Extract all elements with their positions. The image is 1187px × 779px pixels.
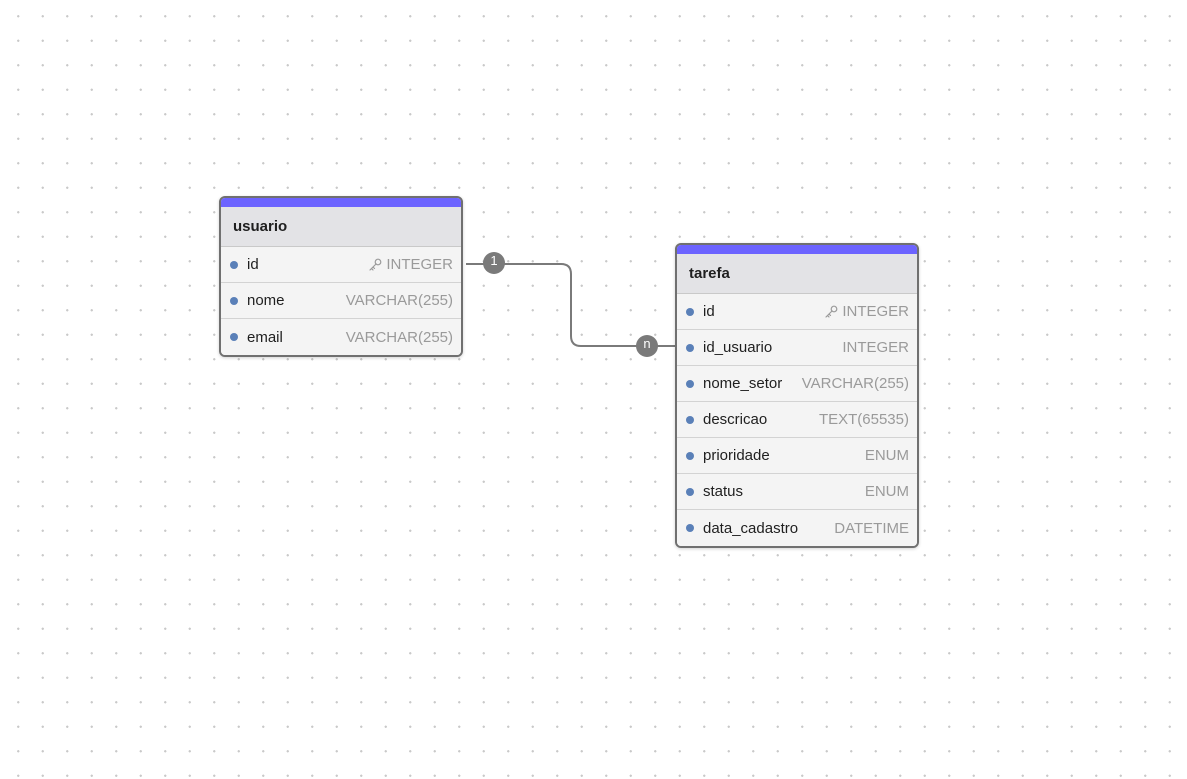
field-name: email	[247, 328, 283, 346]
field-dot-icon	[686, 451, 694, 460]
key-icon	[369, 258, 382, 271]
field-dot-icon	[686, 379, 694, 388]
field-type-label: VARCHAR(255)	[345, 328, 453, 346]
cardinality-many-label[interactable]: n	[636, 335, 658, 357]
field-dot-icon	[230, 333, 238, 341]
field-type: INTEGER	[842, 339, 909, 356]
field-type: INTEGER	[824, 303, 909, 320]
field-name: status	[703, 483, 744, 500]
field-row-email[interactable]: email VARCHAR(255)	[221, 319, 461, 355]
table-usuario[interactable]: usuario id INTEGER nome VARCHAR(255) ema…	[219, 196, 463, 357]
table-title[interactable]: tarefa	[677, 254, 917, 294]
field-row-id-usuario[interactable]: id_usuario INTEGER	[677, 330, 917, 366]
field-dot-icon	[686, 487, 694, 496]
relationship-line[interactable]	[466, 263, 676, 347]
field-type: VARCHAR(255)	[346, 329, 453, 346]
table-accent-bar	[677, 245, 917, 254]
field-dot-icon	[686, 415, 694, 424]
field-type-label: VARCHAR(255)	[801, 375, 909, 392]
field-name: prioridade	[703, 447, 770, 464]
field-row-descricao[interactable]: descricao TEXT(65535)	[677, 402, 917, 438]
field-type: VARCHAR(255)	[346, 292, 453, 309]
field-row-prioridade[interactable]: prioridade ENUM	[677, 438, 917, 474]
field-name: id_usuario	[703, 339, 773, 356]
field-type: TEXT(65535)	[819, 411, 909, 428]
field-type: DATETIME	[834, 520, 909, 537]
field-name: nome_setor	[703, 375, 783, 392]
field-type-label: TEXT(65535)	[818, 411, 909, 428]
field-type-label: INTEGER	[842, 339, 909, 356]
cardinality-one-label[interactable]: 1	[483, 252, 505, 274]
field-dot-icon	[230, 296, 238, 305]
field-dot-icon	[230, 260, 238, 269]
field-name: data_cadastro	[703, 519, 799, 537]
field-name: id	[247, 256, 259, 273]
field-type-label: INTEGER	[386, 256, 453, 273]
field-type-label: ENUM	[864, 483, 909, 500]
field-row-status[interactable]: status ENUM	[677, 474, 917, 510]
field-row-id[interactable]: id INTEGER	[221, 247, 461, 283]
table-title[interactable]: usuario	[221, 207, 461, 247]
field-name: id	[703, 303, 715, 320]
field-type: ENUM	[865, 483, 909, 500]
field-name: nome	[247, 292, 285, 309]
field-name: descricao	[703, 411, 768, 428]
field-type-label: VARCHAR(255)	[345, 292, 453, 309]
table-accent-bar	[221, 198, 461, 207]
field-type-label: INTEGER	[842, 303, 909, 320]
field-type-label: DATETIME	[834, 519, 909, 537]
field-dot-icon	[686, 343, 694, 352]
field-type: INTEGER	[368, 256, 453, 273]
table-tarefa[interactable]: tarefa id INTEGER id_usuario INTEGER nom…	[675, 243, 919, 548]
field-row-id[interactable]: id INTEGER	[677, 294, 917, 330]
field-dot-icon	[686, 307, 694, 316]
key-icon	[825, 305, 838, 318]
field-row-nome-setor[interactable]: nome_setor VARCHAR(255)	[677, 366, 917, 402]
field-type: ENUM	[865, 447, 909, 464]
field-dot-icon	[686, 524, 694, 532]
field-row-data-cadastro[interactable]: data_cadastro DATETIME	[677, 510, 917, 546]
field-type: VARCHAR(255)	[802, 375, 909, 392]
field-row-nome[interactable]: nome VARCHAR(255)	[221, 283, 461, 319]
field-type-label: ENUM	[864, 447, 909, 464]
